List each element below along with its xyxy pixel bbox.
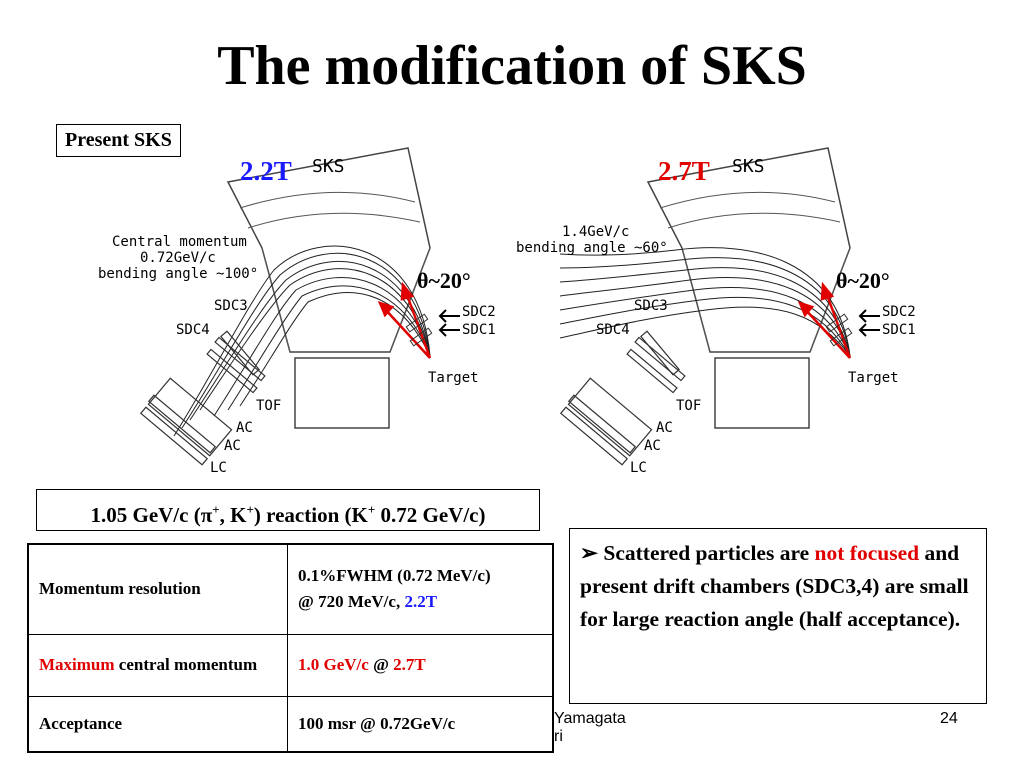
left-label-ac2: AC [224, 438, 241, 454]
right-label-ac2: AC [644, 438, 661, 454]
right-sdc1-box [829, 327, 853, 347]
bullet-part2: and present drift chambers (SDC3,4) are … [580, 541, 969, 631]
reaction-k2-sup: + [367, 502, 376, 517]
right-label-sdc4: SDC4 [596, 322, 630, 338]
right-sdc-arrows [858, 309, 880, 337]
right-label-lc: LC [630, 460, 647, 476]
reaction-k-sup: + [246, 502, 254, 517]
present-sks-label: Present SKS [56, 124, 181, 157]
footer-author: Yamagata ri [554, 710, 626, 746]
table-cell-value: 1.0 GeV/c @ 2.7T [287, 633, 554, 697]
right-yoke-inner-left [681, 247, 711, 353]
bullet-arrow-icon: ➢ [580, 541, 599, 565]
row2-value-red: 1.0 GeV/c [298, 655, 369, 674]
table-cell-label: Acceptance [27, 695, 288, 753]
left-theta-arrows [377, 281, 432, 359]
right-field-value: 2.7T [658, 156, 710, 187]
table-cell-value: 100 msr @ 0.72GeV/c [287, 695, 554, 753]
right-tracks [559, 247, 851, 357]
footer-author-line2: ri [554, 728, 563, 745]
slide-title: The modification of SKS [217, 35, 807, 97]
row1-value-line2: @ 720 MeV/c, 2.2T [298, 592, 542, 612]
right-label-sdc1: SDC1 [882, 322, 916, 338]
left-return-yoke [294, 357, 390, 429]
right-annot-line1: 1.4GeV/c [562, 224, 629, 240]
left-label-sdc4: SDC4 [176, 322, 210, 338]
left-field-value: 2.2T [240, 156, 292, 187]
left-annot-line2: 0.72GeV/c [140, 250, 216, 266]
right-annot-line2: bending angle ~60° [516, 240, 668, 256]
reaction-pi: π [200, 503, 213, 527]
row2-label-rest: central momentum [114, 655, 258, 674]
right-return-yoke [714, 357, 810, 429]
bullet-red-text: not focused [814, 541, 920, 565]
row2-value-field: 2.7T [393, 655, 426, 674]
left-diagram-labels: Central momentum 0.72GeV/c bending angle… [98, 234, 496, 476]
row1-value-line1: 0.1%FWHM (0.72 MeV/c) [298, 566, 491, 586]
table-row: Maximum central momentum 1.0 GeV/c @ 2.7… [27, 633, 554, 697]
right-theta-label: θ~20° [836, 268, 890, 293]
right-label-sdc2: SDC2 [882, 304, 916, 320]
right-detectors [559, 330, 686, 466]
left-label-sdc1: SDC1 [462, 322, 496, 338]
row1-value-at: @ 720 MeV/c, [298, 592, 405, 612]
left-label-sdc2: SDC2 [462, 304, 496, 320]
right-sks-diagram: 1.4GeV/c bending angle ~60° SDC3 SDC4 SD… [516, 147, 916, 476]
right-pole-arc-1 [659, 191, 836, 209]
table-cell-label: Momentum resolution [27, 543, 288, 635]
left-pole-arc-2 [247, 212, 421, 229]
left-label-target: Target [428, 370, 479, 386]
left-sdc2-box [405, 313, 429, 333]
table-row: Acceptance 100 msr @ 0.72GeV/c [27, 695, 554, 753]
right-label-sdc3: SDC3 [634, 298, 668, 314]
row1-value-field: 2.2T [404, 592, 438, 612]
right-pole-arc-2 [667, 212, 841, 229]
left-sdc-arrows [438, 309, 460, 337]
left-magnet-name: SKS [312, 156, 345, 177]
reaction-pi-sup: + [212, 502, 220, 517]
left-annot-line1: Central momentum [112, 234, 247, 250]
right-label-ac1: AC [656, 420, 673, 436]
left-detectors [139, 330, 266, 466]
footer-author-line1: Yamagata [554, 710, 626, 727]
footer-page-number: 24 [940, 710, 958, 727]
bullet-box: ➢ Scattered particles are not focused an… [569, 528, 987, 704]
left-label-tof: TOF [256, 398, 281, 414]
left-yoke-inner-left [261, 247, 291, 353]
row2-label-red: Maximum [39, 655, 115, 674]
right-field-text: 2.7T [658, 156, 710, 186]
spec-table: Momentum resolution 0.1%FWHM (0.72 MeV/c… [27, 543, 554, 753]
right-sdc2-box [825, 313, 849, 333]
right-magnet-name: SKS [732, 156, 765, 177]
left-theta-label: θ~20° [417, 268, 471, 293]
reaction-suffix: ) reaction (K [253, 503, 368, 527]
left-label-ac1: AC [236, 420, 253, 436]
reaction-prefix: 1.05 GeV/c ( [90, 503, 201, 527]
row2-value-at: @ [368, 655, 394, 674]
left-sdc1-box [409, 327, 433, 347]
left-field-text: 2.2T [240, 156, 292, 186]
bullet-part1: Scattered particles are [598, 541, 815, 565]
left-pole-arc-1 [239, 191, 416, 209]
left-annot-line3: bending angle ~100° [98, 266, 258, 282]
reaction-box: 1.05 GeV/c (π+, K+) reaction (K+ 0.72 Ge… [36, 489, 540, 531]
left-label-sdc3: SDC3 [214, 298, 248, 314]
reaction-mid: , K [219, 503, 247, 527]
right-diagram-labels: 1.4GeV/c bending angle ~60° SDC3 SDC4 SD… [516, 224, 916, 476]
left-sks-diagram: Central momentum 0.72GeV/c bending angle… [98, 147, 496, 476]
right-theta-arrows [797, 281, 852, 359]
left-label-lc: LC [210, 460, 227, 476]
table-cell-label: Maximum central momentum [27, 633, 288, 697]
table-cell-value: 0.1%FWHM (0.72 MeV/c) @ 720 MeV/c, 2.2T [287, 543, 554, 635]
table-row: Momentum resolution 0.1%FWHM (0.72 MeV/c… [27, 543, 554, 635]
right-label-tof: TOF [676, 398, 701, 414]
reaction-end: 0.72 GeV/c) [375, 503, 486, 527]
right-label-target: Target [848, 370, 899, 386]
